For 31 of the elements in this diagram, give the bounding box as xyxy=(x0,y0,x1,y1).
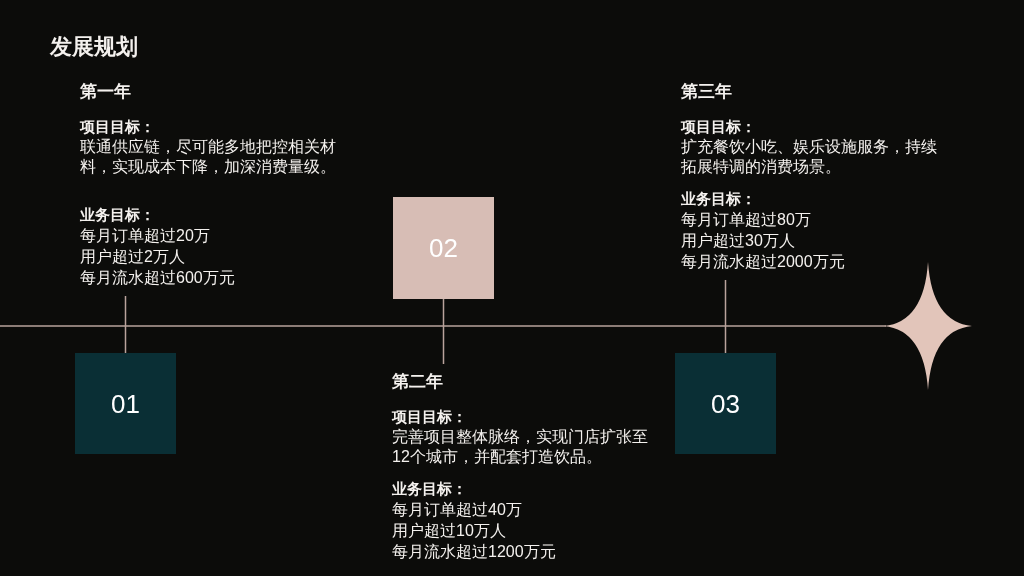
metric-text: 用户超过30万人 xyxy=(681,231,795,251)
goal-heading: 项目目标： xyxy=(392,407,467,427)
goal-heading: 项目目标： xyxy=(681,117,756,137)
goal-text: 完善项目整体脉络，实现门店扩张至12个城市，并配套打造饮品。 xyxy=(392,427,649,467)
metric-text: 每月订单超过20万 xyxy=(80,226,210,246)
step-tile xyxy=(675,353,776,454)
step-number: 01 xyxy=(111,388,140,419)
metric-text: 用户超过10万人 xyxy=(392,521,506,541)
metric-text: 每月订单超过80万 xyxy=(681,210,811,230)
goal-heading: 项目目标： xyxy=(80,117,155,137)
metric-text: 每月流水超过2000万元 xyxy=(681,252,845,272)
year-heading: 第三年 xyxy=(681,82,732,102)
goal-heading: 业务目标： xyxy=(80,205,155,225)
metric-text: 每月流水超过1200万元 xyxy=(392,542,556,562)
connector-line xyxy=(124,295,127,354)
goal-heading: 业务目标： xyxy=(392,479,467,499)
goal-text: 扩充餐饮小吃、娱乐设施服务，持续拓展特调的消费场景。 xyxy=(681,137,938,177)
goal-text: 联通供应链，尽可能多地把控相关材料，实现成本下降，加深消费量级。 xyxy=(80,137,337,177)
metric-text: 用户超过2万人 xyxy=(80,247,185,267)
step-number: 02 xyxy=(429,233,458,263)
step-tile xyxy=(75,353,176,454)
year-heading: 第一年 xyxy=(80,82,131,102)
metric-text: 每月订单超过40万 xyxy=(392,500,522,520)
slide-title: 发展规划 xyxy=(50,33,138,61)
step-number: 03 xyxy=(711,388,740,419)
connector-line xyxy=(442,298,445,365)
step-tile xyxy=(393,197,494,299)
connector-line xyxy=(724,279,727,354)
metric-text: 每月流水超过600万元 xyxy=(80,268,235,288)
year-heading: 第二年 xyxy=(392,372,443,392)
goal-heading: 业务目标： xyxy=(681,189,756,209)
